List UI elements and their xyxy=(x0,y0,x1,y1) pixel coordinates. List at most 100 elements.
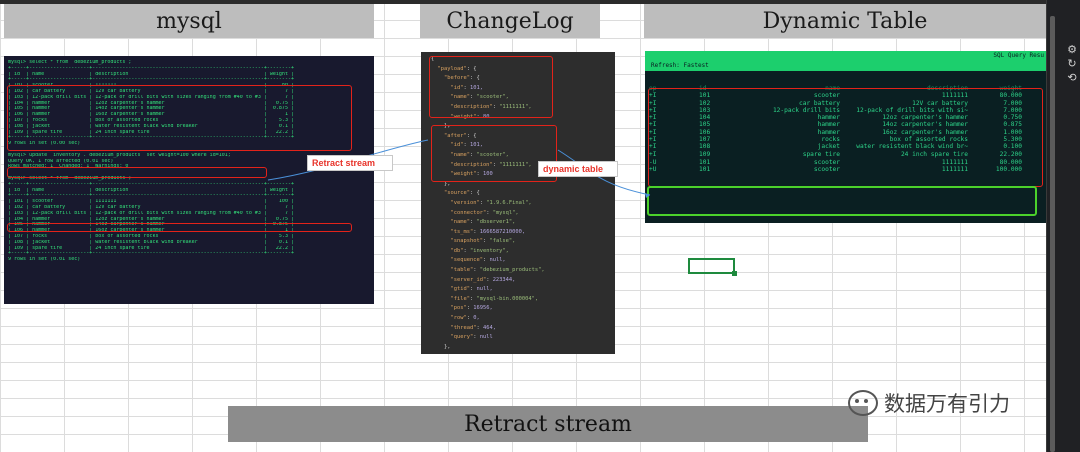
cell-name: hammer xyxy=(817,121,840,129)
terminal-line: | id | name | description | weight | xyxy=(8,71,294,77)
cell-weight: 7.000 xyxy=(1003,106,1022,114)
dynamic-table-row: +I 105 hammer 14oz carpenter's hammer 0.875 xyxy=(645,121,1046,128)
cell-id: 101 xyxy=(699,158,711,166)
cell-id: 108 xyxy=(699,143,711,151)
json-line: "db": "inventory", xyxy=(450,247,509,254)
cell-description: 1111111 xyxy=(941,158,968,166)
dynamic-table-refresh: Refresh: Fastest xyxy=(645,61,1046,71)
dynamic-table-callout: dynamic table xyxy=(538,161,618,177)
cell-description: 12-pack of drill bits with si~ xyxy=(856,106,968,114)
cell-op: +I xyxy=(649,121,657,129)
terminal-line: | 106 | hammer | 16oz carpenter's hammer… xyxy=(8,112,294,118)
retract-stream-callout: Retract stream xyxy=(307,155,393,171)
cell-id: 101 xyxy=(699,166,711,174)
cell-description: 16oz carpenter's hammer xyxy=(882,128,968,136)
before-payload-highlight xyxy=(429,56,553,118)
json-line: "sequence": null, xyxy=(450,257,506,264)
json-line: "gtid": null, xyxy=(450,286,493,293)
cell-op: +I xyxy=(649,114,657,122)
json-line: "description": "1111111", xyxy=(450,161,532,168)
json-line: "name": "scooter", xyxy=(450,151,509,158)
terminal-line: mysql> select * from `debezium_products`… xyxy=(8,60,132,65)
cell-description: water resistent black wind br~ xyxy=(856,143,968,151)
cell-op: +I xyxy=(649,106,657,114)
terminal-line: +-----+--------------------+------------… xyxy=(8,251,294,257)
cell-id: 105 xyxy=(699,121,711,129)
cell-op: +I xyxy=(649,99,657,107)
terminal-line: mysql> select * from `debezium_products`… xyxy=(8,175,132,181)
cell-description: box of assorted rocks xyxy=(889,136,968,144)
cell-op: +I xyxy=(649,136,657,144)
json-line: "version": "1.9.6.Final", xyxy=(450,199,532,206)
dynamic-table-header: Dynamic Table xyxy=(644,4,1046,38)
cell-description: 14oz carpenter's hammer xyxy=(882,121,968,129)
cell-op: +U xyxy=(649,166,657,174)
cell-id: 102 xyxy=(699,99,711,107)
json-line: "weight": 80 xyxy=(450,113,490,120)
terminal-line: | 107 | rocks | box of assorted rocks | … xyxy=(8,233,294,239)
dynamic-table-row: +I 103 12-pack drill bits 12-pack of drill … xyxy=(645,107,1046,114)
cell-weight: 0.750 xyxy=(1003,114,1022,122)
terminal-line: | 102 | car battery | 12V car battery | … xyxy=(8,88,294,94)
changelog-json-panel: { "payload": { "before": { "id": 101, "n… xyxy=(421,52,615,354)
cell-op: +I xyxy=(649,92,657,100)
top-border xyxy=(0,0,1046,4)
json-line: "file": "mysql-bin.000004", xyxy=(450,295,539,302)
cell-id: 107 xyxy=(699,136,711,144)
cell-id: 106 xyxy=(699,128,711,136)
terminal-line: | 102 | car battery | 12V car battery | … xyxy=(8,204,294,210)
cell-op: +I xyxy=(649,143,657,151)
dynamic-table-row: +I 108 jacket water resistent black wind br… xyxy=(645,143,1046,150)
gear-icon[interactable]: ⚙ xyxy=(1067,44,1077,56)
cell-weight: 7.000 xyxy=(1003,99,1022,107)
terminal-line: 9 rows in set (0.01 sec) xyxy=(8,257,81,263)
cell-weight: 0.875 xyxy=(1003,121,1022,129)
cell-name: jacket xyxy=(817,143,840,151)
cell-name: spare tire xyxy=(802,150,840,158)
cell-name: rocks xyxy=(821,136,840,144)
history-icon[interactable]: ⟲ xyxy=(1067,72,1077,84)
after-payload-highlight xyxy=(431,125,557,182)
json-line: "description": "1111111", xyxy=(450,103,532,110)
json-line: "payload": { xyxy=(437,65,477,72)
cell-op: +I xyxy=(649,128,657,136)
json-line: "name": "dbserver1", xyxy=(450,219,516,226)
terminal-line: | 106 | hammer | 16oz carpenter's hammer… xyxy=(8,228,294,234)
cell-op: -U xyxy=(649,158,657,166)
json-line: { xyxy=(431,56,435,62)
cell-weight: 100.000 xyxy=(995,166,1022,174)
cell-name: scooter xyxy=(813,166,840,174)
cell-name: hammer xyxy=(817,114,840,122)
refresh-icon[interactable]: ↻ xyxy=(1067,58,1077,70)
cell-description: 1111111 xyxy=(941,166,968,174)
dynamic-table-spacer xyxy=(645,71,1046,85)
json-line: }, xyxy=(431,343,451,350)
json-line: "before": { xyxy=(443,75,480,82)
after-update-highlight xyxy=(7,223,352,232)
cell-name: 12-pack drill bits xyxy=(772,106,840,114)
cell-weight: 80.000 xyxy=(999,158,1022,166)
cell-id: 103 xyxy=(699,106,711,114)
json-line: "weight": 100 xyxy=(450,171,493,178)
selected-cell[interactable] xyxy=(688,258,737,276)
terminal-line: | 109 | spare tire | 24 inch spare tire … xyxy=(8,245,294,251)
terminal-line: +-----+--------------------+------------… xyxy=(8,77,294,83)
terminal-line: +-----+--------------------+------------… xyxy=(8,65,294,71)
cell-id: 104 xyxy=(699,114,711,122)
json-line: "ts_ms": 1666587210000, xyxy=(450,228,526,235)
terminal-line: | 108 | jacket | water resistent black w… xyxy=(8,239,294,245)
terminal-line: +-----+--------------------+------------… xyxy=(8,135,294,141)
cell-description: 24 inch spare tire xyxy=(900,150,968,158)
terminal-line: | 101 | scooter | 1111111 | 100 | xyxy=(8,199,294,205)
terminal-line: | 109 | spare tire | 24 inch spare tire … xyxy=(8,129,294,135)
cell-weight: 1.000 xyxy=(1003,128,1022,136)
cell-id: 109 xyxy=(699,150,711,158)
vertical-scrollbar[interactable] xyxy=(1050,16,1055,452)
terminal-line: +-----+--------------------+------------… xyxy=(8,181,294,187)
terminal-line: +-----+--------------------+------------… xyxy=(8,193,294,199)
